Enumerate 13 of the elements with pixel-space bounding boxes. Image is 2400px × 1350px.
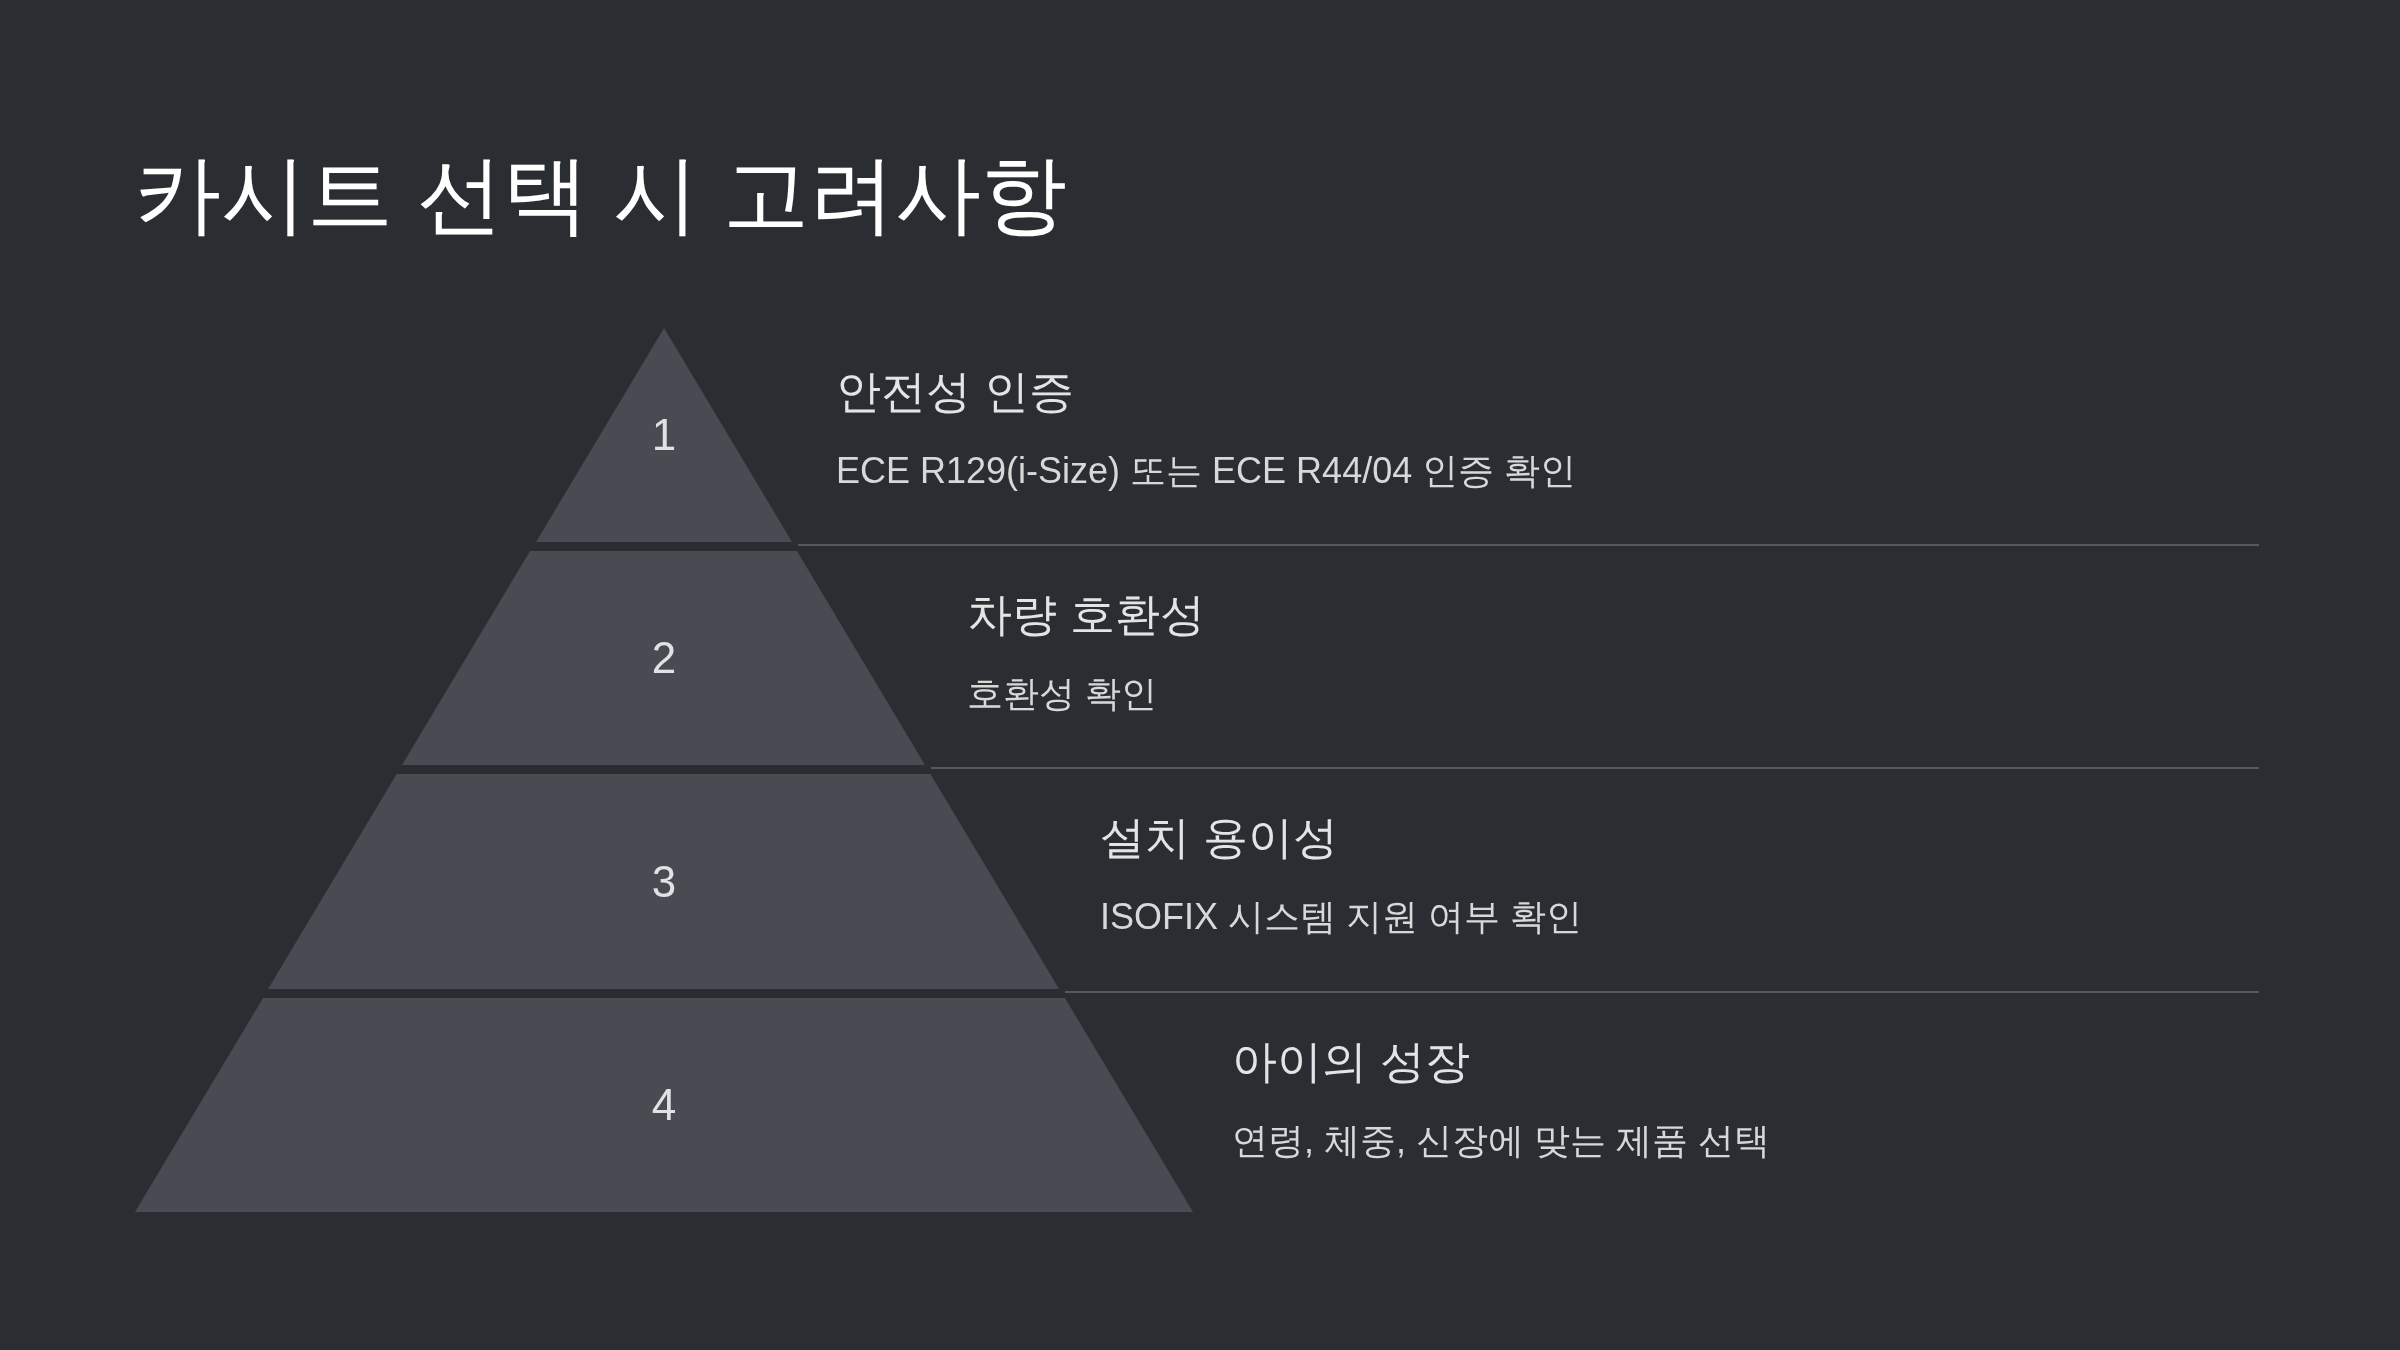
layer-number: 1 xyxy=(651,413,677,457)
layer-description: ECE R129(i-Size) 또는 ECE R44/04 인증 확인 xyxy=(836,449,1577,493)
layer-heading: 아이의 성장 xyxy=(1232,1035,1471,1089)
layer-description: ISOFIX 시스템 지원 여부 확인 xyxy=(1100,895,1583,939)
layer-description: 호환성 확인 xyxy=(967,672,1158,716)
layer-heading: 차량 호환성 xyxy=(967,588,1205,642)
title: 카시트 선택 시 고려사항 xyxy=(135,145,1067,244)
layer-number: 4 xyxy=(651,1083,677,1127)
layer-number: 3 xyxy=(651,859,677,904)
layer-heading: 안전성 인증 xyxy=(836,365,1075,419)
layer-description: 연령, 체중, 신장에 맞는 제품 선택 xyxy=(1232,1119,1770,1163)
layer-number: 2 xyxy=(651,636,677,680)
layer-heading: 설치 용이성 xyxy=(1100,811,1339,865)
